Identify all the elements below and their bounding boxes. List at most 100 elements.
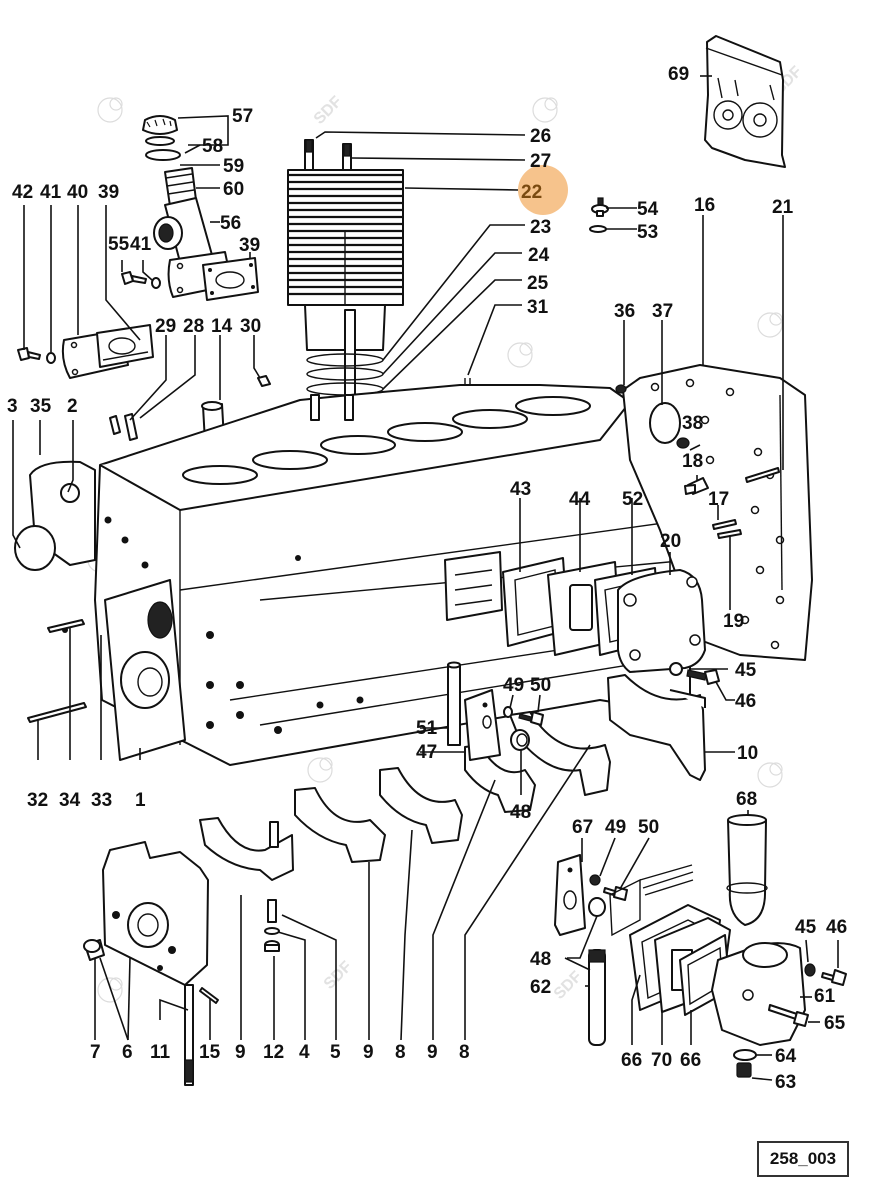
part-54-breather[interactable]: [591, 197, 609, 217]
callout-53[interactable]: 53: [637, 222, 658, 243]
callout-14[interactable]: 14: [211, 316, 233, 337]
part-67-block[interactable]: [554, 854, 586, 936]
part-22-cylinder[interactable]: [287, 169, 404, 416]
callout-5[interactable]: 5: [330, 1042, 341, 1063]
callout-9-c[interactable]: 9: [427, 1042, 438, 1063]
callout-50-upper[interactable]: 50: [530, 675, 551, 696]
callout-42[interactable]: 42: [12, 182, 33, 203]
part-46-bolt-upper[interactable]: [686, 669, 720, 685]
callout-39-upper[interactable]: 39: [239, 235, 260, 256]
part-41-washer-lower[interactable]: [46, 352, 56, 364]
part-39-gasket-lower[interactable]: [96, 324, 154, 368]
callout-40[interactable]: 40: [67, 182, 88, 203]
part-9-bearing-cap-1[interactable]: [509, 711, 611, 796]
part-49-washer-lower[interactable]: [589, 874, 601, 886]
part-8-bearing-cap-4[interactable]: [294, 787, 386, 863]
callout-34[interactable]: 34: [59, 790, 81, 811]
callout-50-lower[interactable]: 50: [638, 817, 659, 838]
part-31-dowel[interactable]: [464, 378, 471, 386]
callout-66-b[interactable]: 66: [680, 1050, 701, 1071]
part-4-washer[interactable]: [264, 927, 280, 935]
callout-55[interactable]: 55: [108, 234, 130, 255]
callout-9-a[interactable]: 9: [235, 1042, 246, 1063]
part-50-bolt-lower[interactable]: [603, 886, 628, 901]
callout-65[interactable]: 65: [824, 1013, 846, 1034]
callout-48-lower[interactable]: 48: [530, 949, 551, 970]
callout-24[interactable]: 24: [528, 245, 550, 266]
part-63-drain-plug[interactable]: [736, 1062, 752, 1078]
callout-54[interactable]: 54: [637, 199, 659, 220]
callout-31[interactable]: 31: [527, 297, 549, 318]
callout-9-b[interactable]: 9: [363, 1042, 374, 1063]
callout-26[interactable]: 26: [530, 126, 551, 147]
callout-62[interactable]: 62: [530, 977, 551, 998]
part-47-block[interactable]: [464, 689, 501, 761]
callout-46-upper[interactable]: 46: [735, 691, 756, 712]
callout-3[interactable]: 3: [7, 396, 18, 417]
callout-51[interactable]: 51: [416, 718, 438, 739]
part-6-front-bearing-housing[interactable]: [102, 841, 209, 986]
callout-6[interactable]: 6: [122, 1042, 133, 1063]
callout-8-b[interactable]: 8: [459, 1042, 470, 1063]
part-42-bolt[interactable]: [17, 347, 41, 361]
part-7-bush[interactable]: [83, 939, 105, 961]
part-21-stud[interactable]: [745, 467, 780, 483]
callout-56[interactable]: 56: [220, 213, 241, 234]
callout-17[interactable]: 17: [708, 489, 729, 510]
part-36-plug[interactable]: [615, 384, 627, 394]
callout-49-lower[interactable]: 49: [605, 817, 626, 838]
callout-45-lower[interactable]: 45: [795, 917, 817, 938]
callout-18[interactable]: 18: [682, 451, 703, 472]
callout-15[interactable]: 15: [199, 1042, 221, 1063]
callout-30[interactable]: 30: [240, 316, 261, 337]
callout-28[interactable]: 28: [183, 316, 204, 337]
callout-44[interactable]: 44: [569, 489, 591, 510]
part-51-sleeve[interactable]: [447, 661, 461, 746]
part-46-bolt-lower[interactable]: [821, 969, 847, 986]
part-28-29-pins[interactable]: [109, 413, 138, 441]
callout-64[interactable]: 64: [775, 1046, 797, 1067]
part-15-pin[interactable]: [199, 987, 219, 1004]
part-41-washer-upper[interactable]: [151, 277, 161, 289]
part-17-19-dowels[interactable]: [712, 519, 742, 539]
callout-69[interactable]: 69: [668, 64, 689, 85]
part-57-filler-cap[interactable]: [142, 115, 178, 146]
callout-66-a[interactable]: 66: [621, 1050, 642, 1071]
part-9-bearing-cap-5[interactable]: [199, 817, 294, 881]
callout-8-a[interactable]: 8: [395, 1042, 406, 1063]
callout-29[interactable]: 29: [155, 316, 176, 337]
part-39-gasket-upper[interactable]: [202, 257, 259, 301]
part-48-bush-upper[interactable]: [510, 729, 530, 751]
callout-63[interactable]: 63: [775, 1072, 796, 1093]
callout-48-upper[interactable]: 48: [510, 802, 531, 823]
part-62-tube[interactable]: [588, 949, 606, 1046]
part-48-bush-lower[interactable]: [588, 897, 606, 917]
part-5-stud[interactable]: [267, 899, 277, 923]
part-11-rod[interactable]: [184, 984, 194, 1086]
callout-1[interactable]: 1: [135, 790, 146, 811]
callout-16[interactable]: 16: [694, 195, 715, 216]
callout-46-lower[interactable]: 46: [826, 917, 847, 938]
part-65-bolt[interactable]: [768, 1004, 809, 1027]
callout-32[interactable]: 32: [27, 790, 48, 811]
part-1-crankcase[interactable]: [14, 384, 691, 766]
part-8-bearing-cap-2[interactable]: [464, 744, 536, 813]
callout-7[interactable]: 7: [90, 1042, 101, 1063]
part-37-cover-disc[interactable]: [649, 402, 681, 444]
callout-61[interactable]: 61: [814, 986, 836, 1007]
part-45-washer-upper[interactable]: [669, 662, 683, 676]
callout-20[interactable]: 20: [660, 531, 681, 552]
callout-27[interactable]: 27: [530, 151, 551, 172]
callout-41-upper[interactable]: 41: [130, 234, 152, 255]
callout-49-upper[interactable]: 49: [503, 675, 524, 696]
callout-41-lower[interactable]: 41: [40, 182, 62, 203]
part-38-plug[interactable]: [676, 437, 690, 449]
callout-12[interactable]: 12: [263, 1042, 284, 1063]
part-69-gasket-kit[interactable]: [704, 35, 786, 168]
callout-38[interactable]: 38: [682, 413, 703, 434]
part-61-filter-housing[interactable]: [711, 942, 806, 1046]
callout-2[interactable]: 2: [67, 396, 78, 417]
part-18-bolt[interactable]: [684, 477, 709, 495]
callout-58[interactable]: 58: [202, 136, 223, 157]
callout-67[interactable]: 67: [572, 817, 593, 838]
